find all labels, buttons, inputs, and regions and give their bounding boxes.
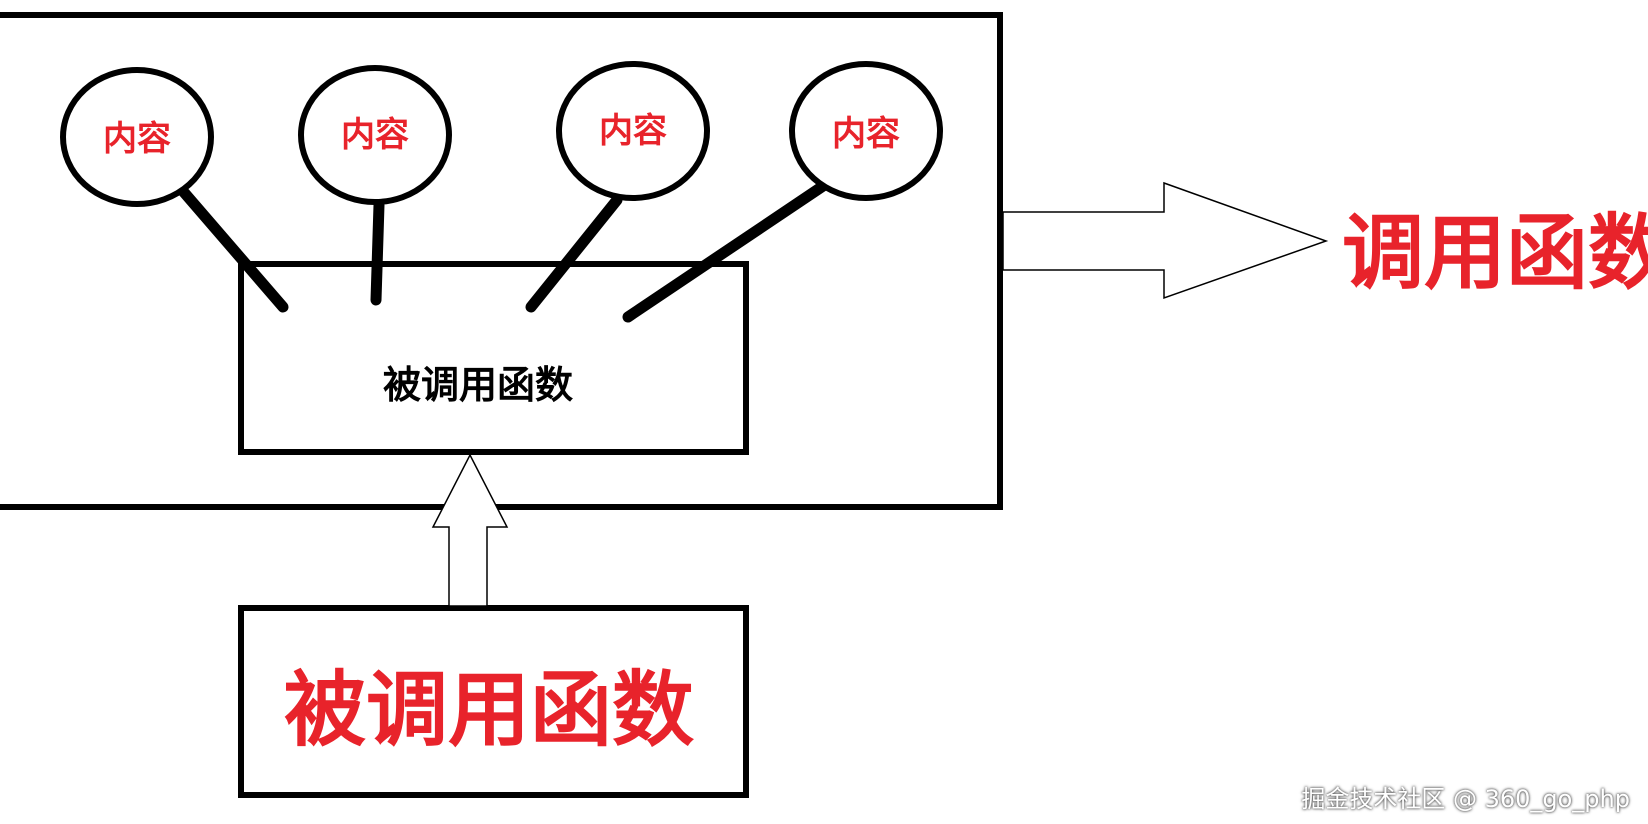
content-node-label: 内容 [103, 119, 171, 159]
right-hollow-arrow [1002, 181, 1329, 300]
content-node-3: 内容 [556, 61, 710, 201]
connector-line-4 [622, 178, 832, 323]
content-node-label: 内容 [599, 111, 667, 151]
content-node-label: 内容 [832, 114, 900, 154]
content-node-1: 内容 [60, 67, 214, 207]
connector-line-3 [525, 194, 623, 313]
calling-function-label: 调用函数 [1342, 206, 1648, 301]
bottom-called-function-label: 被调用函数 [284, 663, 694, 758]
content-node-label: 内容 [341, 115, 409, 155]
inner-called-function-label: 被调用函数 [383, 363, 573, 407]
watermark: 掘金技术社区 @ 360_go_php [1301, 785, 1630, 813]
content-node-2: 内容 [298, 65, 452, 205]
content-node-4: 内容 [789, 61, 943, 201]
connector-line-1 [176, 184, 289, 313]
connector-line-2 [370, 199, 385, 306]
up-hollow-arrow [431, 453, 509, 607]
bottom-called-function-box [238, 605, 749, 798]
